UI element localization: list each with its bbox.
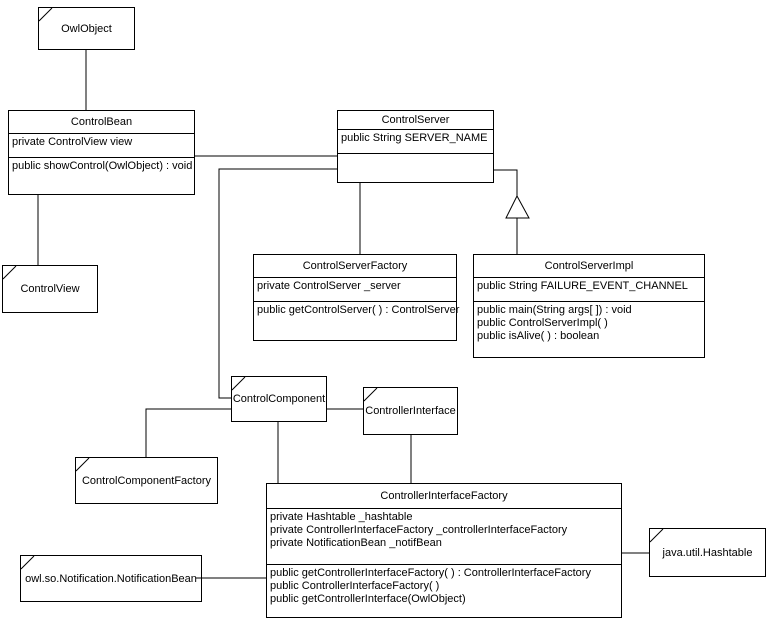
methods-compartment (338, 153, 493, 182)
fold-corner-icon (76, 458, 90, 472)
attributes-compartment: private Hashtable _hashtable private Con… (267, 508, 621, 564)
method-line: public showControl(OwlObject) : void (12, 160, 193, 172)
generalization-line-upper (494, 169, 518, 196)
class-title: ControlComponent (232, 393, 326, 405)
class-box-controlserver[interactable]: ControlServer public String SERVER_NAME (337, 110, 494, 183)
attributes-compartment: private ControlServer _server (254, 277, 456, 301)
class-box-controlserverfactory[interactable]: ControlServerFactory private ControlServ… (253, 254, 460, 341)
class-box-hashtable[interactable]: java.util.Hashtable (649, 528, 766, 577)
attribute-line: public String SERVER_NAME (341, 132, 488, 144)
method-line: public ControlServerImpl( ) (477, 317, 608, 329)
method-line: public getControlServer( ) : ControlServ… (257, 304, 460, 316)
class-title: ControlView (20, 283, 80, 295)
generalization-arrow-icon (505, 194, 530, 219)
method-line: public getControllerInterfaceFactory( ) … (270, 567, 591, 579)
class-box-controlbean[interactable]: ControlBean private ControlView view pub… (8, 110, 195, 195)
class-box-controllerinterface[interactable]: ControllerInterface (363, 387, 458, 435)
class-box-controllerinterfacefactory[interactable]: ControllerInterfaceFactory private Hasht… (266, 483, 622, 618)
attribute-line: private ControllerInterfaceFactory _cont… (270, 524, 568, 536)
fold-corner-icon (39, 8, 53, 22)
class-title: ControlServerImpl (544, 260, 634, 272)
class-box-notificationbean[interactable]: owl.so.Notification.NotificationBean (20, 555, 202, 602)
association-controlcomponentfactory-controlcomponent (145, 408, 231, 457)
class-box-controlview[interactable]: ControlView (2, 265, 98, 313)
class-box-controlserverimpl[interactable]: ControlServerImpl public String FAILURE_… (473, 254, 705, 358)
attribute-line: private Hashtable _hashtable (270, 511, 413, 523)
class-title: ControllerInterfaceFactory (380, 490, 508, 502)
class-box-owlobject[interactable]: OwlObject (38, 7, 135, 50)
methods-compartment: public getControllerInterfaceFactory( ) … (267, 564, 621, 617)
fold-corner-icon (3, 266, 17, 280)
methods-compartment: public main(String args[ ]) : void publi… (474, 301, 704, 357)
class-title: ControlServer (381, 114, 450, 126)
class-title: ControlBean (70, 116, 133, 128)
fold-corner-icon (232, 377, 246, 391)
fold-corner-icon (650, 529, 664, 543)
attributes-compartment: public String FAILURE_EVENT_CHANNEL (474, 277, 704, 301)
fold-corner-icon (21, 556, 35, 570)
method-line: public main(String args[ ]) : void (477, 304, 632, 316)
fold-corner-icon (364, 388, 378, 402)
attributes-compartment: private ControlView view (9, 133, 194, 157)
methods-compartment: public getControlServer( ) : ControlServ… (254, 301, 460, 340)
class-box-controlcomponent[interactable]: ControlComponent (231, 376, 327, 422)
method-line: public ControllerInterfaceFactory( ) (270, 580, 440, 592)
class-title: OwlObject (61, 22, 112, 35)
attribute-line: public String FAILURE_EVENT_CHANNEL (477, 280, 688, 292)
attribute-line: private ControlServer _server (257, 280, 401, 292)
class-title: java.util.Hashtable (662, 546, 753, 559)
attributes-compartment: public String SERVER_NAME (338, 129, 493, 153)
methods-compartment: public showControl(OwlObject) : void (9, 157, 194, 194)
attribute-line: private NotificationBean _notifBean (270, 537, 442, 549)
attribute-line: private ControlView view (12, 136, 133, 148)
class-title: ControllerInterface (365, 405, 456, 417)
class-box-controlcomponentfactory[interactable]: ControlComponentFactory (75, 457, 218, 504)
class-title: ControlComponentFactory (81, 474, 211, 487)
class-title: ControlServerFactory (302, 260, 408, 272)
method-line: public isAlive( ) : boolean (477, 330, 600, 342)
method-line: public getControllerInterface(OwlObject) (270, 593, 466, 605)
class-title: owl.so.Notification.NotificationBean (25, 572, 197, 585)
